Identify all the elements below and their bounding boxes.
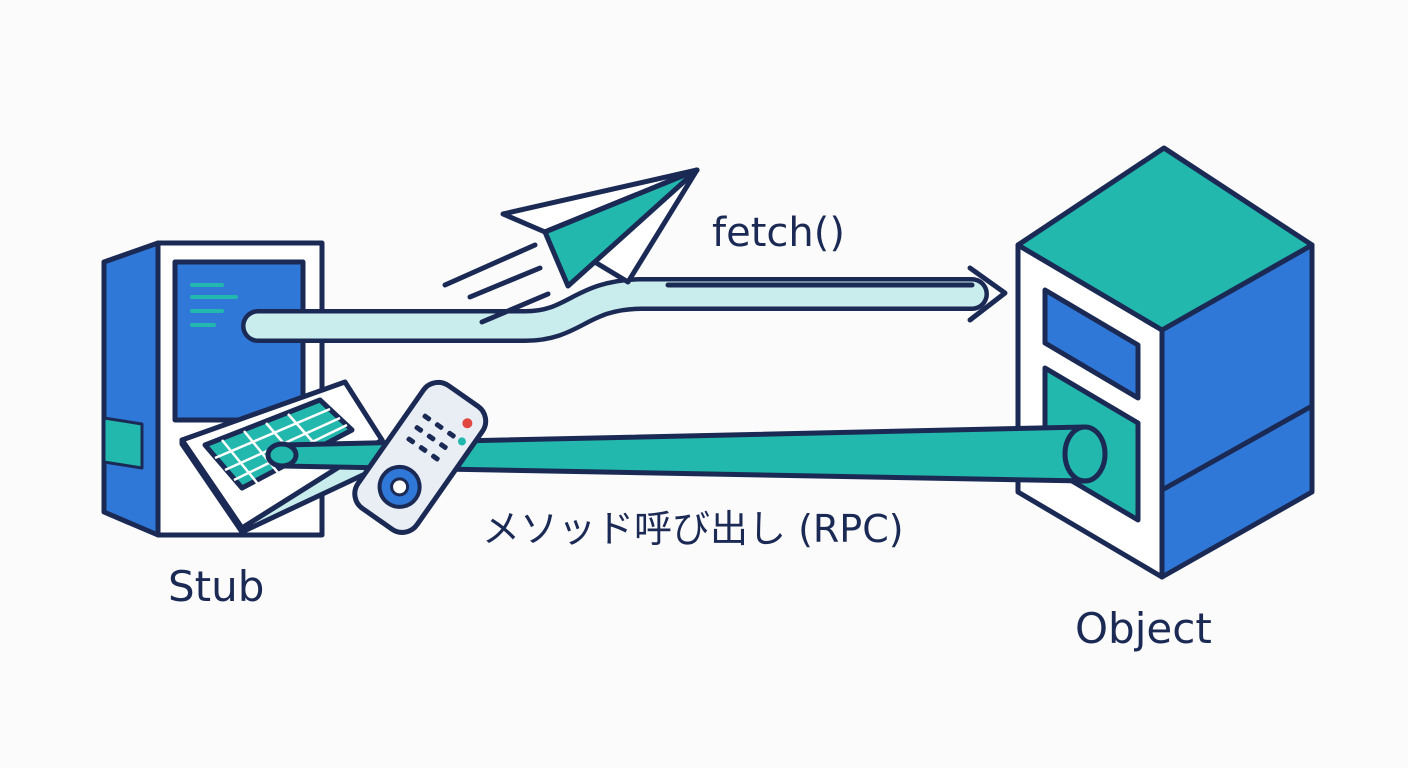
rpc-connection-tube [265, 424, 1108, 484]
remote-control-icon [352, 379, 489, 535]
computer-terminal-icon [101, 240, 385, 538]
fetch-label: fetch() [712, 210, 845, 256]
object-label: Object [1075, 604, 1212, 653]
rpc-label: メソッド呼び出し (RPC) [482, 507, 904, 551]
server-cube-icon [1015, 145, 1315, 580]
paper-plane-icon [442, 167, 700, 325]
stub-label: Stub [168, 562, 265, 611]
fetch-arrow [241, 265, 1008, 343]
